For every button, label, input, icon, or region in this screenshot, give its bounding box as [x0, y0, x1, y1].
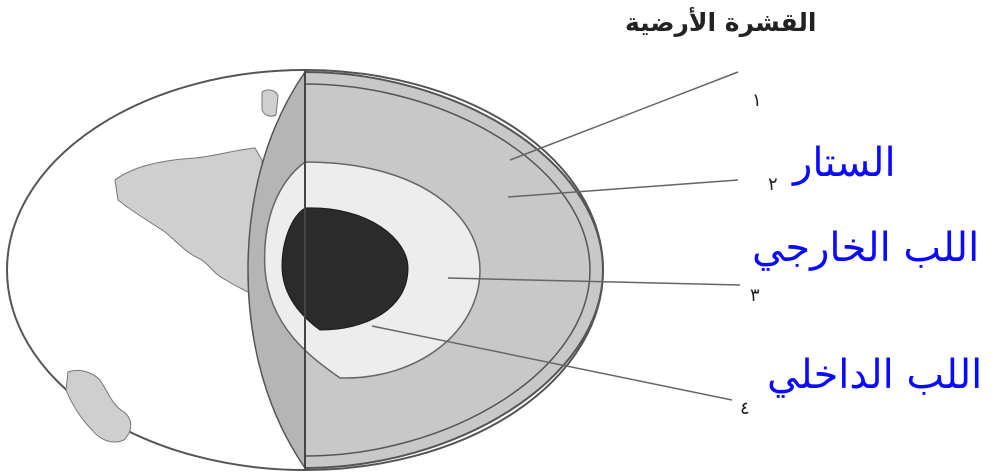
- inner-core-label: اللب الداخلي: [767, 355, 982, 395]
- mantle-label: الستار: [793, 143, 896, 183]
- crust-label: القشرة الأرضية: [625, 10, 817, 35]
- number-2: ٢: [768, 176, 778, 194]
- number-3: ٣: [750, 287, 760, 305]
- outer-core-label: اللب الخارجي: [752, 228, 979, 268]
- continent-greenland: [262, 90, 278, 116]
- number-1: ١: [752, 92, 762, 110]
- number-4: ٤: [740, 400, 750, 418]
- leader-line-crust: [510, 72, 738, 160]
